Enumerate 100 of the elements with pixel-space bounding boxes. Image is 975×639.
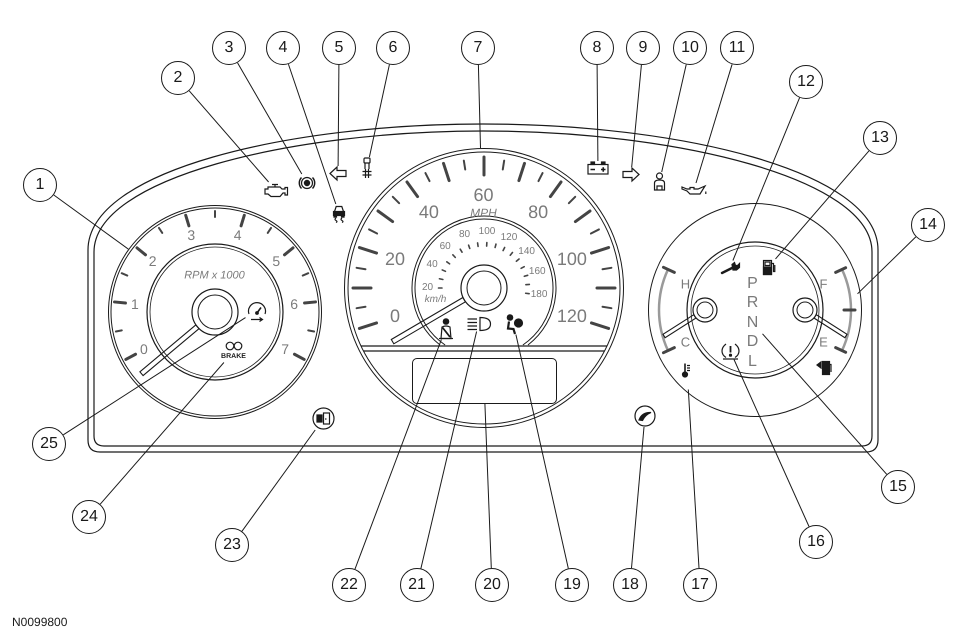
callout-number: 12 <box>789 65 823 99</box>
door-icon <box>312 407 335 430</box>
arrow-right-icon <box>622 167 640 182</box>
wrench-icon <box>720 260 740 274</box>
scale-number: 20 <box>385 250 406 268</box>
scale-number: 120 <box>500 232 518 243</box>
scale-letter: E <box>819 335 828 348</box>
scale-number: 180 <box>530 290 548 300</box>
callout-number: 17 <box>683 568 717 602</box>
hatched-post-icon <box>361 157 373 179</box>
callout-number: 18 <box>613 568 647 602</box>
leader-line <box>478 64 481 148</box>
leader-line <box>237 62 302 174</box>
callout-number: 6 <box>376 31 410 65</box>
unit-label: MPH <box>470 206 497 218</box>
scale-number: 6 <box>290 296 298 311</box>
leader-line <box>53 194 129 250</box>
callout-number: 20 <box>475 568 509 602</box>
callout-number: 23 <box>215 528 249 562</box>
callout-number: 4 <box>266 31 300 65</box>
scale-number: 100 <box>478 226 496 237</box>
callout-number: 21 <box>400 568 434 602</box>
leader-line <box>631 426 644 569</box>
person-icon <box>653 172 666 191</box>
scale-number: 0 <box>140 342 148 356</box>
callout-number: 2 <box>161 61 195 95</box>
scale-number: 100 <box>556 250 587 268</box>
leader-line <box>631 64 642 168</box>
leader-line <box>420 331 478 569</box>
callout-number: 19 <box>555 568 589 602</box>
leader-line <box>734 359 810 527</box>
scale-number: 140 <box>518 246 535 257</box>
leader-line <box>100 362 224 505</box>
leader-line <box>288 64 336 204</box>
oil-can-icon <box>681 183 707 196</box>
gauge-bezel <box>648 203 862 417</box>
scale-letter: F <box>820 277 828 290</box>
scale-number: 20 <box>422 282 434 292</box>
scale-number: 0 <box>390 307 400 326</box>
callout-number: 16 <box>799 525 833 559</box>
callout-number: 13 <box>863 121 897 155</box>
scale-letter: H <box>680 277 690 290</box>
callout-number: 8 <box>580 31 614 65</box>
seatbelt-icon <box>436 318 454 340</box>
scale-number: 80 <box>528 203 548 222</box>
leader-line <box>775 150 870 260</box>
scale-number: 2 <box>148 254 157 268</box>
leader-line <box>762 333 888 475</box>
callout-number: 9 <box>626 31 660 65</box>
leader-line <box>515 334 569 569</box>
leader-line <box>661 64 687 172</box>
skidding-car-icon <box>332 204 346 223</box>
scale-number: 80 <box>458 230 470 240</box>
headlamp-icon <box>466 316 492 332</box>
circle-swoosh-icon <box>634 405 656 427</box>
scale-number: 7 <box>281 342 290 356</box>
callout-number: 10 <box>673 31 707 65</box>
scale-number: 60 <box>440 242 451 252</box>
leader-line <box>368 64 390 158</box>
callout-number: 5 <box>322 31 356 65</box>
leader-line <box>484 403 492 568</box>
leader-line <box>338 64 340 166</box>
unit-label: km/h <box>424 294 446 304</box>
callout-number: 22 <box>332 568 366 602</box>
engine-icon <box>263 182 289 199</box>
scale-number: 60 <box>473 186 494 204</box>
leader-line <box>354 339 442 570</box>
callout-number: 24 <box>72 500 106 534</box>
leader-line <box>732 97 800 261</box>
scale-number: 4 <box>234 228 242 242</box>
speedometer-icon <box>246 300 268 322</box>
leader-line <box>188 90 270 182</box>
callout-number: 14 <box>911 208 945 242</box>
leader-line <box>596 64 598 162</box>
seated-person-icon <box>504 314 524 334</box>
fuel-pump-icon <box>762 258 776 276</box>
unit-label: RPM x 1000 <box>184 270 245 281</box>
callout-number: 1 <box>23 168 57 202</box>
tire-icon <box>720 342 740 360</box>
scale-number: 5 <box>272 254 280 268</box>
leader-line <box>857 236 916 294</box>
gear-indicator: P R N D L <box>742 274 762 372</box>
leader-line <box>688 389 700 568</box>
display-screen <box>412 358 556 404</box>
callout-number: 15 <box>881 470 915 504</box>
leader-line <box>62 317 246 436</box>
leader-line <box>696 64 733 184</box>
callout-number: 11 <box>720 31 754 65</box>
figure-code: N0099800 <box>12 616 68 628</box>
scale-number: 40 <box>426 260 438 270</box>
scale-letter: C <box>680 335 690 348</box>
scale-number: 120 <box>556 307 587 326</box>
callout-number: 7 <box>461 31 495 65</box>
scale-number: 1 <box>131 296 139 311</box>
callout-number: 3 <box>212 31 246 65</box>
ringed-circle-icon <box>298 174 316 192</box>
scale-number: 40 <box>418 203 439 222</box>
scale-number: 3 <box>187 228 196 242</box>
leader-line <box>242 430 316 532</box>
arrow-left-icon <box>329 166 347 181</box>
